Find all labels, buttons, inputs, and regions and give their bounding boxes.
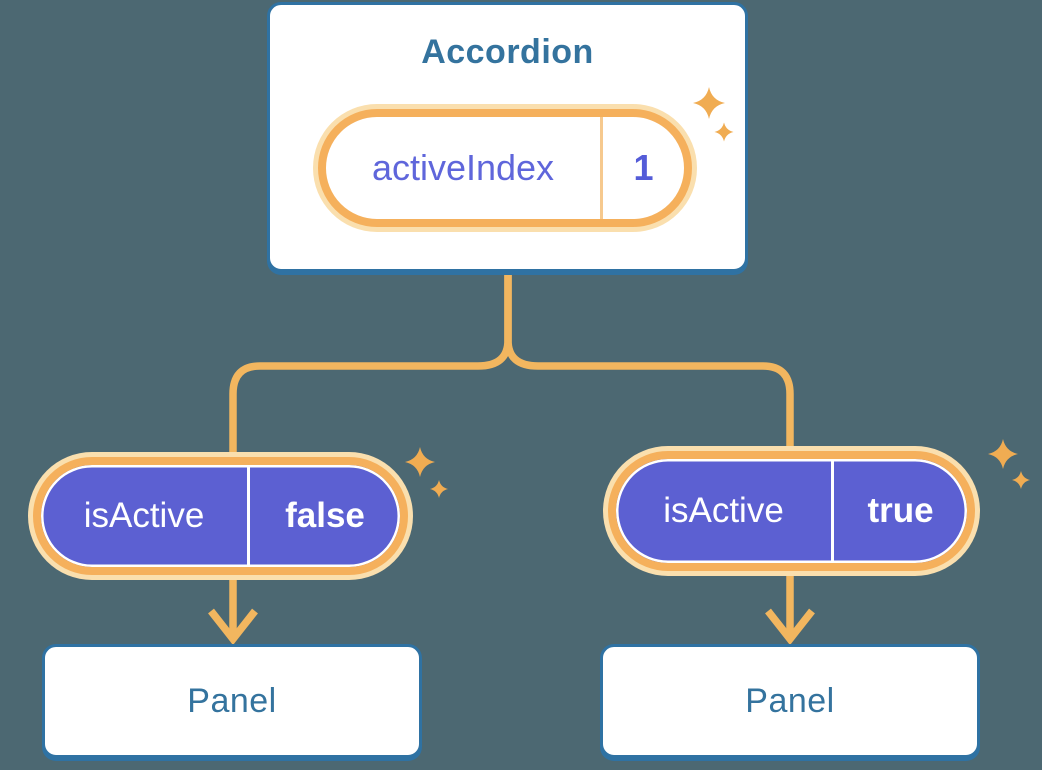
state-pill: activeIndex 1	[313, 104, 697, 232]
connector-accordion-to-right-pill	[504, 273, 794, 452]
right-prop-label: isActive	[663, 491, 784, 530]
right-panel-title: Panel	[745, 681, 835, 720]
accordion-title: Accordion	[421, 33, 594, 71]
left-panel-box: Panel	[42, 644, 422, 758]
pill-divider	[831, 459, 834, 563]
right-prop-value: true	[867, 491, 934, 530]
pill-divider	[600, 117, 603, 219]
left-prop-label: isActive	[83, 496, 205, 535]
right-prop-pill: isActive true	[603, 446, 980, 576]
left-prop-pill: isActive false	[28, 452, 413, 580]
left-panel-title: Panel	[187, 681, 277, 720]
state-label: activeIndex	[371, 147, 555, 188]
state-value: 1	[633, 147, 654, 188]
left-arrow-head-icon	[208, 608, 258, 646]
left-prop-value: false	[285, 496, 365, 535]
pill-divider	[247, 465, 250, 567]
right-arrow-head-icon	[765, 608, 815, 646]
connector-accordion-to-left-pill	[229, 273, 512, 458]
right-panel-box: Panel	[600, 644, 980, 758]
